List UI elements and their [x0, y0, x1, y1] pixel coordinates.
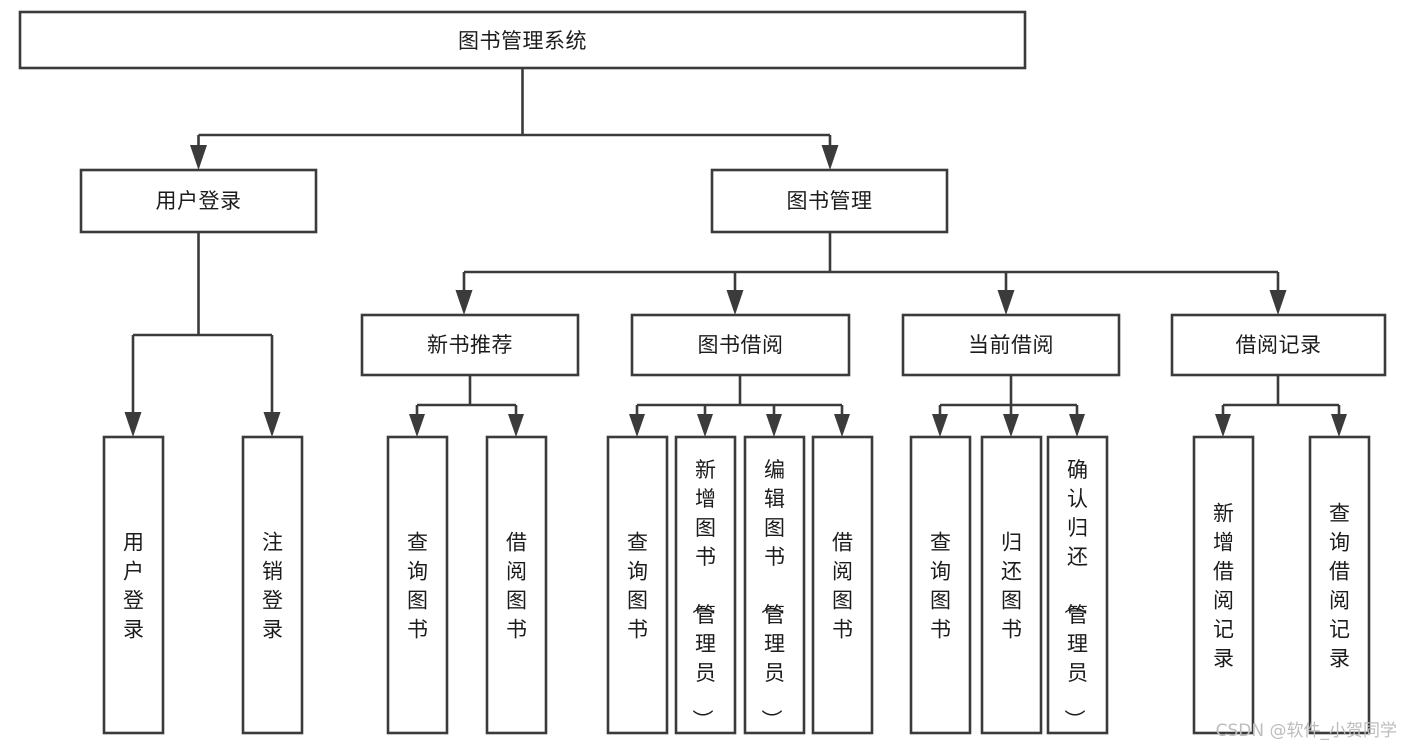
connector-user-login-trunk	[131, 232, 274, 417]
leaf-query-record-label: 查询借阅记录	[1329, 502, 1350, 671]
arrow-to-leaf-query-book-3	[932, 414, 948, 437]
node-book-manage[interactable]: 图书管理	[710, 168, 949, 234]
arrow-to-leaf-user-logout	[263, 412, 281, 437]
leaf-query-book-1-label: 查询图书	[407, 531, 428, 642]
node-leaf-add-record[interactable]: 新增借阅记录	[1192, 435, 1255, 735]
node-root[interactable]: 图书管理系统	[18, 10, 1027, 70]
arrow-to-leaf-query-book-1	[409, 414, 425, 437]
arrow-to-leaf-borrow-book-1	[508, 414, 524, 437]
leaf-borrow-book-2-label: 借阅图书	[832, 531, 853, 642]
arrow-to-user-login	[190, 145, 207, 170]
node-leaf-user-logout[interactable]: 注销登录	[241, 435, 304, 735]
connector-current-borrow	[938, 375, 1079, 417]
arrow-to-leaf-query-book-2	[629, 414, 645, 437]
borrow-record-label: 借阅记录	[1236, 333, 1322, 357]
connector-book-borrow	[635, 375, 844, 417]
connector-new-book-recommend	[415, 375, 518, 417]
leaf-layer: 用户登录 注销登录 查询图书 借阅图书 查询图书 新增图书（管理员）	[102, 435, 1371, 735]
arrow-to-borrow-record	[1269, 290, 1287, 315]
book-manage-label: 图书管理	[787, 189, 873, 213]
arrow-to-leaf-confirm-return	[1069, 414, 1085, 437]
arrow-to-leaf-add-record	[1215, 414, 1231, 437]
node-user-login[interactable]: 用户登录	[79, 168, 318, 234]
leaf-user-logout-label: 注销登录	[262, 531, 283, 642]
arrow-to-leaf-edit-book	[766, 414, 782, 437]
connector-book-manage-trunk	[462, 232, 1280, 296]
node-leaf-user-login[interactable]: 用户登录	[102, 435, 165, 735]
node-leaf-confirm-return[interactable]: 确认归还（管理员）	[1046, 435, 1109, 735]
leaf-query-book-1-box[interactable]	[386, 435, 449, 735]
arrow-to-leaf-return-book	[1003, 414, 1019, 437]
node-book-borrow[interactable]: 图书借阅	[630, 313, 851, 377]
leaf-query-book-3-label: 查询图书	[930, 531, 951, 642]
arrow-to-leaf-user-login	[124, 412, 142, 437]
node-leaf-return-book[interactable]: 归还图书	[980, 435, 1043, 735]
leaf-return-book-box[interactable]	[980, 435, 1043, 735]
book-manage-box[interactable]	[710, 168, 949, 234]
leaf-query-record-box[interactable]	[1308, 435, 1371, 735]
node-leaf-edit-book[interactable]: 编辑图书（管理员）	[743, 435, 806, 735]
arrowhead-layer	[124, 145, 1347, 437]
node-leaf-query-book-3[interactable]: 查询图书	[909, 435, 972, 735]
connector-borrow-record	[1221, 375, 1341, 417]
leaf-borrow-book-1-box[interactable]	[485, 435, 548, 735]
user-login-label: 用户登录	[156, 189, 242, 213]
leaf-query-book-2-label: 查询图书	[627, 531, 648, 642]
node-leaf-add-book[interactable]: 新增图书（管理员）	[674, 435, 737, 735]
connector-root-trunk	[197, 68, 832, 150]
node-new-book-recommend[interactable]: 新书推荐	[360, 313, 580, 377]
leaf-query-book-3-box[interactable]	[909, 435, 972, 735]
arrow-to-leaf-query-record	[1331, 414, 1347, 437]
root-box[interactable]	[18, 10, 1027, 70]
leaf-query-book-2-box[interactable]	[606, 435, 669, 735]
leaf-confirm-return-label: 确认归还（管理员）	[1062, 458, 1088, 730]
leaf-add-book-box[interactable]	[674, 435, 737, 735]
root-label: 图书管理系统	[458, 29, 587, 53]
node-leaf-query-record[interactable]: 查询借阅记录	[1308, 435, 1371, 735]
leaf-add-record-label: 新增借阅记录	[1213, 502, 1234, 671]
new-book-recommend-box[interactable]	[360, 313, 580, 377]
arrow-to-leaf-borrow-book-2	[834, 414, 850, 437]
node-leaf-borrow-book-1[interactable]: 借阅图书	[485, 435, 548, 735]
arrow-to-leaf-add-book	[697, 414, 713, 437]
leaf-return-book-label: 归还图书	[1001, 531, 1022, 642]
leaf-borrow-book-1-label: 借阅图书	[506, 531, 527, 642]
leaf-edit-book-label: 编辑图书（管理员）	[759, 458, 785, 730]
node-leaf-query-book-2[interactable]: 查询图书	[606, 435, 669, 735]
arrow-to-current-borrow	[997, 290, 1015, 315]
node-leaf-borrow-book-2[interactable]: 借阅图书	[811, 435, 874, 735]
current-borrow-label: 当前借阅	[968, 333, 1054, 357]
node-leaf-query-book-1[interactable]: 查询图书	[386, 435, 449, 735]
new-book-recommend-label: 新书推荐	[427, 333, 513, 357]
leaf-edit-book-box[interactable]	[743, 435, 806, 735]
leaf-user-login-label: 用户登录	[123, 531, 144, 642]
leaf-add-book-label: 新增图书（管理员）	[690, 458, 716, 730]
arrow-to-new-book-recommend	[455, 290, 473, 315]
node-borrow-record[interactable]: 借阅记录	[1170, 313, 1387, 377]
book-borrow-label: 图书借阅	[698, 333, 784, 357]
leaf-user-login-box[interactable]	[102, 435, 165, 735]
leaf-add-record-box[interactable]	[1192, 435, 1255, 735]
leaf-confirm-return-box[interactable]	[1046, 435, 1109, 735]
connector-layer	[131, 68, 1341, 417]
user-login-box[interactable]	[79, 168, 318, 234]
arrow-to-book-manage	[821, 145, 839, 170]
node-current-borrow[interactable]: 当前借阅	[901, 313, 1121, 377]
borrow-record-box[interactable]	[1170, 313, 1387, 377]
leaf-user-logout-box[interactable]	[241, 435, 304, 735]
arrow-to-book-borrow	[726, 290, 744, 315]
book-borrow-box[interactable]	[630, 313, 851, 377]
current-borrow-box[interactable]	[901, 313, 1121, 377]
leaf-borrow-book-2-box[interactable]	[811, 435, 874, 735]
